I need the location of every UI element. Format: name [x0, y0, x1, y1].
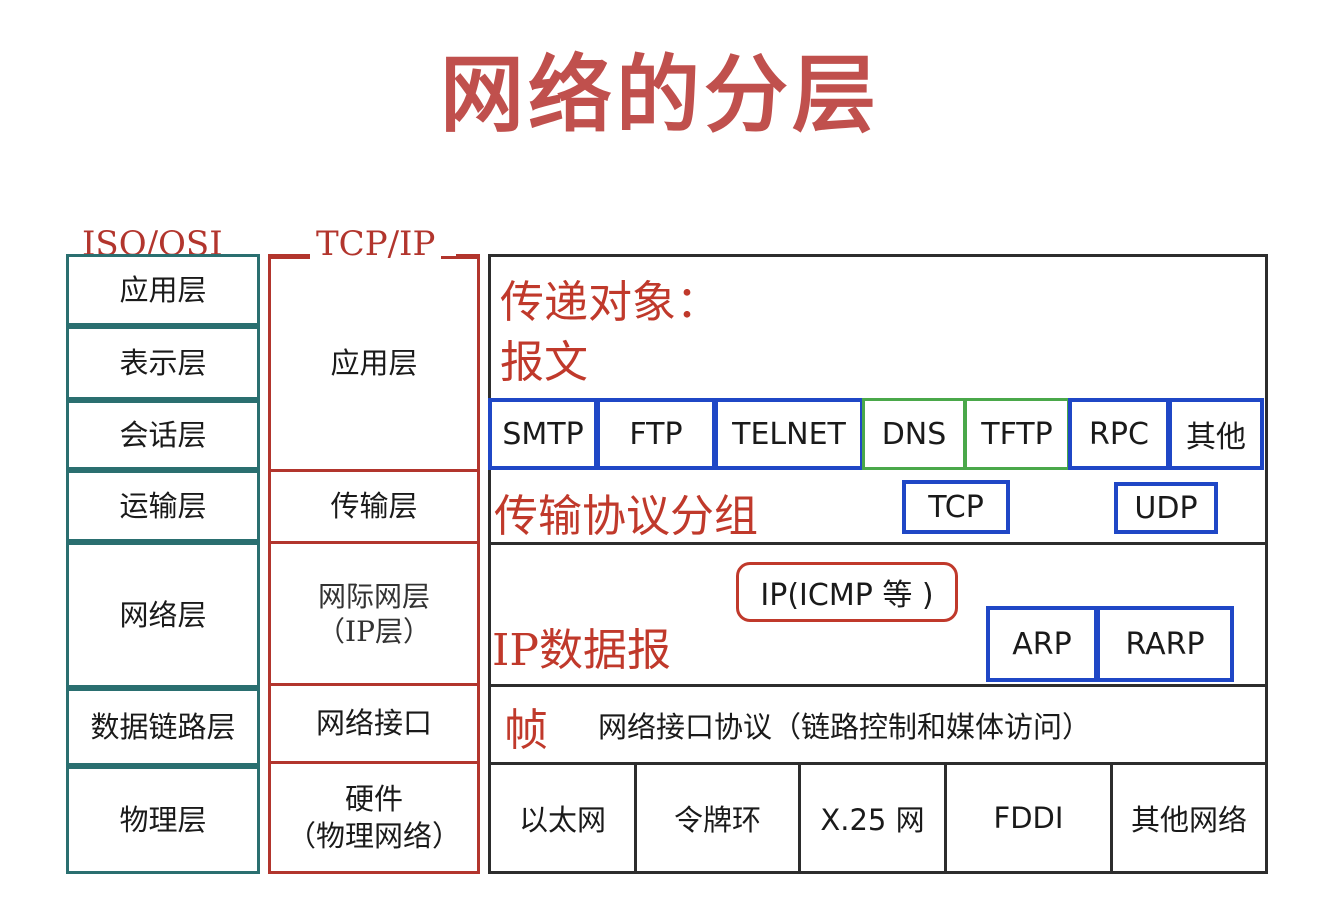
protocol-telnet: TELNET [714, 398, 864, 470]
link-frame-label: 帧 [504, 705, 548, 756]
network-token-ring: 令牌环 [673, 803, 761, 837]
protocol-frame [488, 254, 1268, 874]
tcpip-layer-internet: 网际网层 （IP层） [271, 544, 477, 686]
protocol-tftp: TFTP [964, 398, 1070, 470]
internet-datagram-label: IP数据报 [492, 625, 671, 676]
osi-layer-application: 应用层 [66, 254, 260, 326]
tcpip-layer-hardware-line1: 硬件 [344, 782, 403, 817]
network-fddi: FDDI [993, 801, 1064, 835]
protocol-rarp: RARP [1096, 606, 1234, 682]
application-object-label: 传递对象： [500, 277, 720, 328]
divider-link-hardware [488, 762, 1268, 765]
protocol-ftp: FTP [596, 398, 716, 470]
application-object-value: 报文 [500, 337, 588, 388]
osi-layer-datalink: 数据链路层 [66, 688, 260, 766]
protocol-ip-icmp: IP(ICMP 等 ) [736, 562, 958, 622]
tcpip-layer-network-interface-label: 网络接口 [315, 706, 432, 741]
divider-hw-3 [944, 764, 947, 872]
divider-hw-1 [634, 764, 637, 872]
network-other: 其他网络 [1130, 803, 1247, 837]
protocol-arp: ARP [986, 606, 1098, 682]
osi-layer-physical: 物理层 [66, 766, 260, 874]
protocol-dns: DNS [862, 398, 966, 470]
tcpip-layer-internet-line1: 网际网层 [317, 579, 430, 613]
osi-layer-session: 会话层 [66, 400, 260, 470]
network-ethernet: 以太网 [518, 803, 606, 837]
divider-transport-internet [488, 542, 1268, 545]
link-protocol-description: 网络接口协议（链路控制和媒体访问） [598, 710, 1092, 744]
tcpip-layer-transport: 传输层 [271, 472, 477, 544]
protocol-rpc: RPC [1068, 398, 1170, 470]
protocol-smtp: SMTP [488, 398, 598, 470]
divider-hw-4 [1110, 764, 1113, 872]
divider-hw-2 [798, 764, 801, 872]
tcpip-layer-application: 应用层 [271, 257, 477, 472]
tcpip-layer-internet-line2: （IP层） [317, 614, 431, 648]
tcpip-layer-application-label: 应用层 [330, 345, 418, 380]
osi-layer-network: 网络层 [66, 542, 260, 688]
tcpip-header: TCP/IP [310, 224, 442, 264]
tcpip-layer-hardware-line2: （物理网络） [286, 818, 461, 853]
tcpip-layer-hardware: 硬件 （物理网络） [271, 764, 477, 871]
tcpip-frame-top-left [268, 254, 310, 257]
protocol-tcp: TCP [902, 480, 1010, 534]
protocol-udp: UDP [1114, 482, 1218, 534]
protocol-other: 其他 [1168, 398, 1264, 470]
tcpip-layer-network-interface: 网络接口 [271, 686, 477, 764]
osi-layer-presentation: 表示层 [66, 326, 260, 400]
divider-internet-link [488, 684, 1268, 687]
tcpip-layer-transport-label: 传输层 [330, 489, 418, 524]
tcpip-frame-top-right [456, 254, 480, 257]
page-title: 网络的分层 [439, 46, 880, 144]
osi-layer-transport: 运输层 [66, 470, 260, 542]
network-x25: X.25 网 [820, 803, 925, 837]
transport-packet-label: 传输协议分组 [494, 491, 758, 542]
